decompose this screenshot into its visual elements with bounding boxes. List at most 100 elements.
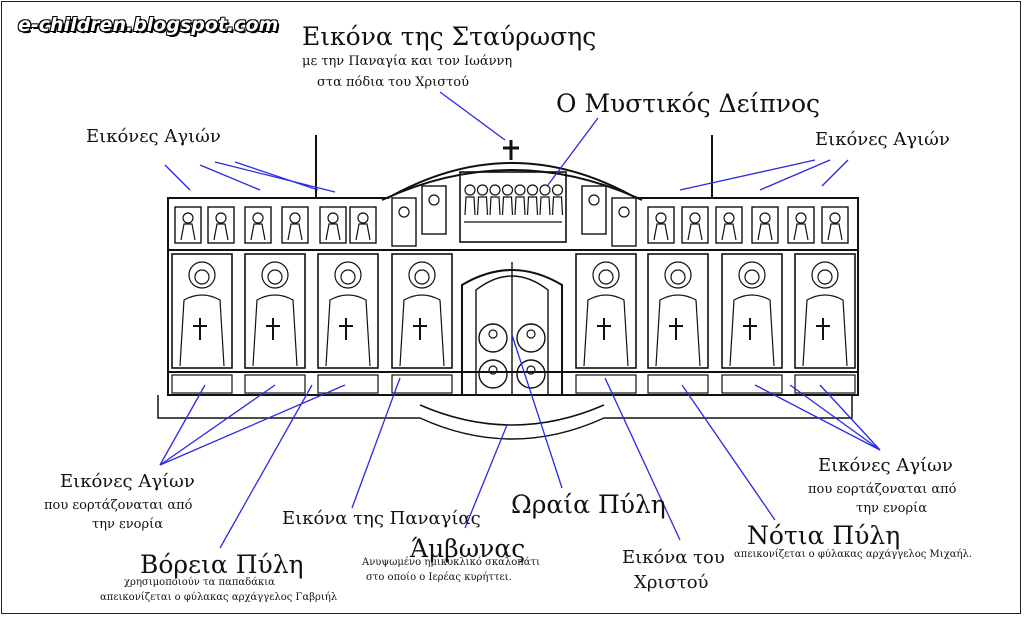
pointer-line — [351, 377, 401, 509]
christ-icon-label-1: Εικόνα του — [622, 547, 725, 568]
saint-cross — [816, 318, 830, 340]
pointer-line — [439, 91, 506, 141]
pointer-line — [511, 334, 563, 489]
disciple-figure — [539, 196, 551, 216]
saint-halo — [261, 261, 289, 289]
disciple-halo — [551, 184, 564, 196]
disciple-figure — [464, 196, 476, 216]
disciple-figure — [476, 196, 489, 216]
top-icon-halo — [252, 212, 264, 224]
north-gate-sub-1: χρησιμοποιούν τα παπαδάκια — [124, 577, 275, 588]
pointer-line — [199, 164, 261, 191]
top-icon-frame — [787, 206, 815, 244]
lower-panel — [794, 374, 856, 394]
top-icon-figure — [827, 223, 843, 241]
north-gate-title: Βόρεια Πύλη — [140, 550, 304, 579]
saint-robe — [655, 294, 701, 367]
pointer-line — [754, 384, 881, 451]
cross-icon — [503, 140, 519, 160]
top-icon-halo — [795, 212, 807, 224]
crucifixion-sub-1: με την Παναγία και τον Ιωάννη — [302, 54, 513, 69]
saint-face — [340, 269, 356, 285]
south-gate-sub: απεικονίζεται ο φύλακας αρχάγγελος Μιχαή… — [734, 549, 973, 560]
ambo-sub-2: στο οποίο ο Ιερέας κυρήττει. — [366, 572, 512, 583]
disciple-figure — [501, 196, 514, 216]
disciple-figure — [551, 196, 564, 216]
saints-feast-left-sub-2: την ενορία — [92, 517, 163, 532]
top-icon-frame — [821, 206, 849, 244]
saints-top-left-label: Εικόνες Αγιών — [86, 126, 221, 147]
saints-feast-right-sub-1: που εορτάζοναται από — [808, 482, 957, 497]
saint-robe — [399, 294, 445, 367]
pointer-lines — [159, 91, 881, 549]
disciple-halo — [501, 184, 514, 196]
saint-robe — [729, 294, 775, 367]
north-gate-sub-2: απεικονίζεται ο φύλακας αρχάγγελος Γαβρι… — [100, 592, 338, 603]
top-icon-figure — [213, 223, 229, 241]
medallion-face — [526, 329, 536, 339]
main-icon-frame — [317, 253, 379, 369]
saints-feast-left-title: Εικόνες Αγίων — [60, 471, 195, 492]
arch-icon-halo — [398, 206, 410, 218]
saint-halo — [592, 261, 620, 289]
south-gate-title: Νότια Πύλη — [747, 521, 901, 550]
top-arch-inner — [381, 169, 643, 201]
medallion-face — [488, 329, 498, 339]
arch-icon-halo — [618, 206, 630, 218]
saint-cross — [413, 318, 427, 340]
main-icon-frame — [391, 253, 453, 369]
top-icon-halo — [759, 212, 771, 224]
top-icon-figure — [757, 223, 773, 241]
saint-robe — [252, 294, 298, 367]
top-icon-halo — [723, 212, 735, 224]
top-icon-frame — [207, 206, 235, 244]
top-icon-halo — [829, 212, 841, 224]
arch-icon-frame — [391, 197, 417, 247]
pointer-line — [159, 384, 346, 466]
disciple-figure — [514, 196, 526, 216]
disciple-halo — [476, 184, 489, 196]
pointer-line — [819, 384, 881, 451]
disciple-figure — [489, 196, 501, 216]
last-supper-label: Ο Μυστικός Δείπνος — [556, 89, 821, 118]
main-icon-frame — [244, 253, 306, 369]
top-icon-halo — [689, 212, 701, 224]
top-icon-halo — [215, 212, 227, 224]
disciple-halo — [464, 184, 476, 196]
pointer-line — [547, 117, 599, 186]
pointer-line — [604, 377, 681, 541]
gate-medallion — [478, 359, 508, 389]
top-icon-frame — [244, 206, 272, 244]
top-icon-frame — [751, 206, 779, 244]
saints-feast-left-sub-1: που εορτάζοναται από — [44, 498, 193, 513]
top-icon-frame — [647, 206, 675, 244]
saint-cross — [597, 318, 611, 340]
lower-panel — [244, 374, 306, 394]
main-icon-frame — [575, 253, 637, 369]
saint-face — [414, 269, 430, 285]
saint-face — [267, 269, 283, 285]
top-icon-figure — [355, 223, 371, 241]
ambo-sub-1: Ανυψωμένο ημικυκλικό σκαλοπάτι — [362, 557, 540, 568]
top-icon-frame — [319, 206, 347, 244]
disciple-halo — [514, 184, 526, 196]
blog-watermark: e-children.blogspot.com — [18, 14, 279, 36]
top-icon-figure — [325, 223, 341, 241]
main-icon-frame — [647, 253, 709, 369]
crucifixion-sub-2: στα πόδια του Χριστού — [317, 75, 470, 90]
main-icon-frame — [721, 253, 783, 369]
saint-face — [598, 269, 614, 285]
top-icon-figure — [687, 223, 703, 241]
ambo-title: Άμβωνας — [410, 534, 526, 563]
saint-halo — [811, 261, 839, 289]
saint-halo — [334, 261, 362, 289]
iconostasis-outline — [167, 162, 859, 396]
top-icon-frame — [349, 206, 377, 244]
gate-medallion — [478, 323, 508, 353]
saints-top-right-label: Εικόνες Αγιών — [815, 129, 950, 150]
medallion-face — [526, 365, 536, 375]
top-icon-halo — [289, 212, 301, 224]
